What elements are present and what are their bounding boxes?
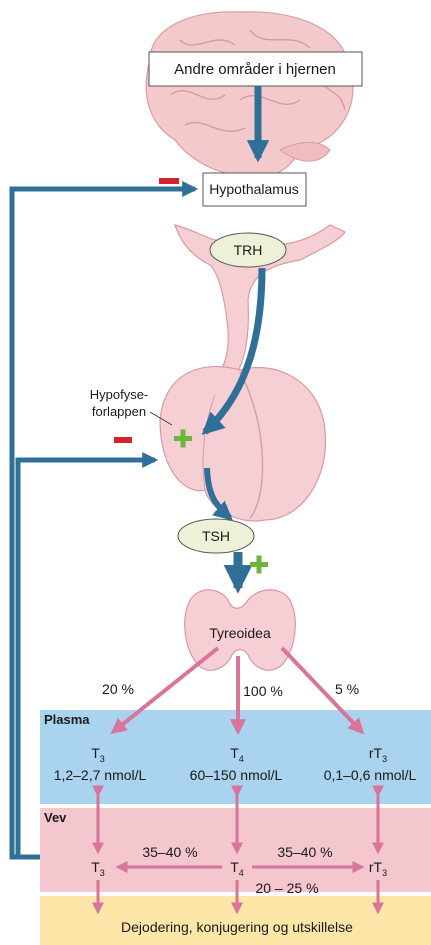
tsh-label: TSH <box>202 528 230 544</box>
plasma-rt3-range: 0,1–0,6 nmol/L <box>324 767 417 783</box>
plus-sign-thyroid <box>250 556 268 574</box>
final-label: Dejodering, konjugering og utskillelse <box>121 919 353 935</box>
pituitary-label-line1: Hypofyse- <box>90 387 149 402</box>
brain-illustration <box>146 12 353 177</box>
pituitary-illustration <box>160 225 345 521</box>
pct-t4-to-t3: 35–40 % <box>142 844 197 860</box>
trh-label: TRH <box>234 242 263 258</box>
minus-sign-pituitary <box>114 437 132 443</box>
other-areas-label: Andre områder i hjernen <box>174 61 336 78</box>
pct-t3-out: 20 % <box>102 681 134 697</box>
hypothalamus-label: Hypothalamus <box>209 181 299 197</box>
pct-t4-down: 20 – 25 % <box>255 880 318 896</box>
pct-t4-out: 100 % <box>243 683 283 699</box>
plasma-t3-range: 1,2–2,7 nmol/L <box>54 767 147 783</box>
minus-sign-hypothalamus <box>159 178 179 184</box>
plasma-t4-range: 60–150 nmol/L <box>190 767 283 783</box>
pituitary-label-line2: forlappen <box>92 404 146 419</box>
thyroid-label: Tyreoidea <box>209 625 271 641</box>
pct-rt3-out: 5 % <box>335 681 359 697</box>
plasma-label: Plasma <box>44 712 90 727</box>
tissue-label: Vev <box>44 810 67 825</box>
pct-t4-to-rt3: 35–40 % <box>277 844 332 860</box>
